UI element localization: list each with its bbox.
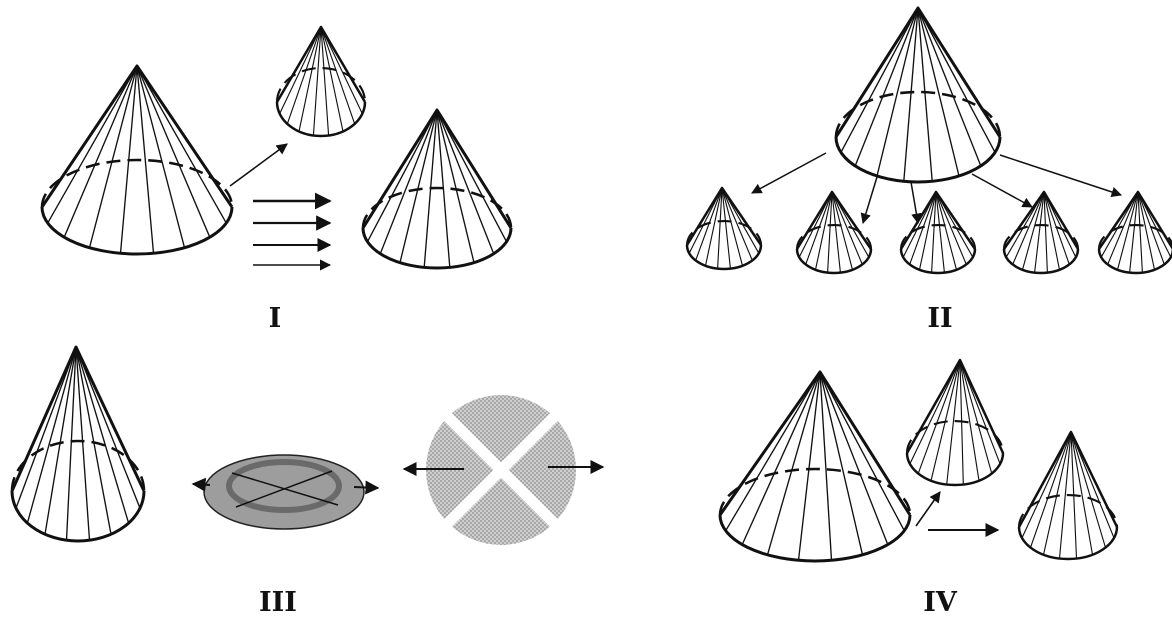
cone-parent: [834, 6, 1002, 184]
panel-label-ii: II: [927, 303, 953, 334]
cone-child-2: [795, 190, 873, 275]
cone-fragment-upper: [905, 358, 1005, 487]
cone-child-1: [685, 186, 763, 271]
cone-child-3: [899, 190, 977, 275]
cone-child-5: [1097, 190, 1172, 275]
panel-i: [40, 25, 513, 271]
cone-child-4: [1002, 190, 1080, 275]
cone-fragment-right: [361, 108, 513, 270]
panel-ii: [685, 6, 1172, 275]
cone-single: [10, 345, 146, 543]
cone-fragment-top: [275, 25, 367, 138]
split-arrows: [751, 152, 1122, 225]
panel-label-i: I: [268, 303, 282, 334]
cone-large: [40, 64, 234, 256]
dotted-disc-split: [402, 395, 605, 545]
flow-arrows: [253, 192, 332, 271]
cone-large-iv: [718, 370, 912, 563]
panel-iv: [718, 358, 1119, 563]
panel-iii: [10, 345, 605, 545]
flattened-disc: [191, 454, 380, 530]
ejection-arrow-up: [915, 491, 941, 527]
panel-label-iv: IV: [923, 587, 957, 618]
panel-label-iii: III: [259, 587, 297, 618]
ejection-arrow: [229, 143, 288, 187]
cone-fragment-lower: [1017, 430, 1119, 561]
